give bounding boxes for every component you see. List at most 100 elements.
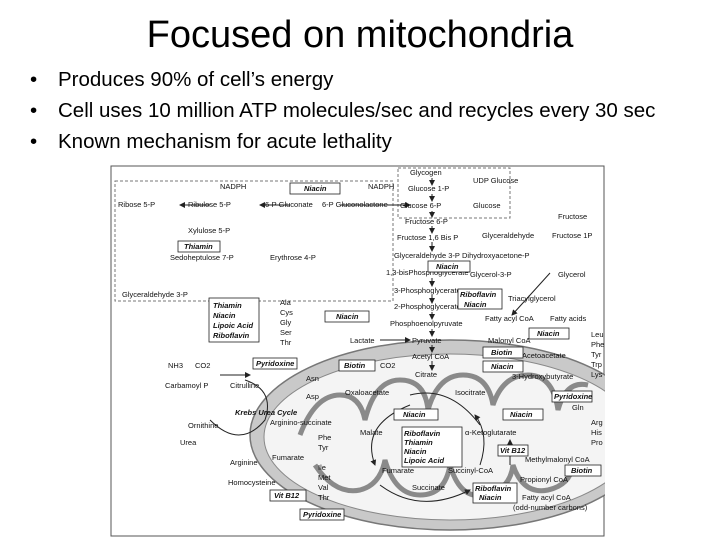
label-erythrose-4p: Erythrose 4-P	[270, 253, 316, 262]
cofactor-niacin-pep: Niacin	[336, 312, 359, 321]
label-acetoacetate: Acetoacetate	[522, 351, 566, 360]
metabolic-pathway-diagram: Glycogen UDP Glucose Glucose 1-P Glucose…	[110, 165, 605, 537]
label-glycerol-3p: Glycerol-3-P	[470, 270, 512, 279]
aa-thr: Thr	[280, 338, 292, 347]
label-urea: Urea	[180, 438, 197, 447]
aa-ile: Ile	[318, 463, 326, 472]
aa-thr-2: Thr	[318, 493, 330, 502]
glycolysis-labels: Glycogen UDP Glucose Glucose 1-P Glucose…	[345, 168, 590, 512]
bullet-text: Known mechanism for acute lethality	[58, 130, 392, 153]
cofactor-labels: Niacin Thiamin Niacin Riboflavin Niacin …	[184, 184, 593, 519]
label-fructose-1p: Fructose 1P	[552, 231, 592, 240]
label-3-phosphoglycerate: 3-Phosphoglycerate	[394, 286, 461, 295]
label-ribose-5p: Ribose 5-P	[118, 200, 155, 209]
bullet-list: • Produces 90% of cell’s energy •Cell use…	[30, 64, 710, 157]
label-carbamoyl-p: Carbamoyl P	[165, 381, 208, 390]
label-malate: Malate	[360, 428, 383, 437]
aa-cys: Cys	[280, 308, 293, 317]
label-co2-mito: CO2	[380, 361, 395, 370]
cofactor-niacin-acetyl: Niacin	[491, 362, 514, 371]
aa-tyr-2: Tyr	[318, 443, 329, 452]
label-sedoheptulose-7p: Sedoheptulose 7-P	[170, 253, 234, 262]
label-alpha-ketoglutarate: α-Ketoglutarate	[465, 428, 516, 437]
label-triacylglycerol: Triacylglycerol	[508, 294, 556, 303]
label-citrate: Citrate	[415, 370, 437, 379]
bullet-item: • Produces 90% of cell’s energy	[30, 64, 710, 95]
label-co2: CO2	[195, 361, 210, 370]
cofactor-boxes	[177, 182, 602, 521]
cofactor-niacin-gap: Niacin	[436, 262, 459, 271]
cofactor-riboflavin-sdh: Riboflavin	[475, 484, 512, 493]
label-argininosuccinate: Arginino-succinate	[270, 418, 332, 427]
cofactor-vit-b12-homocys: Vit B12	[274, 491, 300, 500]
label-nadph-2: NADPH	[368, 182, 394, 191]
aa-phe-2: Phe	[318, 433, 331, 442]
cofactor-akgdh-lipoic: Lipoic Acid	[404, 456, 445, 465]
bullet-text: Produces 90% of cell’s energy	[58, 68, 334, 91]
label-3-hydroxybutyrate: 3-Hydroxybutyrate	[512, 372, 573, 381]
cofactor-niacin-top: Niacin	[304, 184, 327, 193]
bullet-marker: •	[30, 68, 38, 91]
label-succinate: Succinate	[412, 483, 445, 492]
label-xylulose-5p: Xylulose 5-P	[188, 226, 230, 235]
label-dihydroxyacetone-p: Dihydroxyacetone-P	[462, 251, 530, 260]
label-lactate: Lactate	[350, 336, 375, 345]
label-glycogen: Glycogen	[410, 168, 442, 177]
urea-cycle-labels: NH3 CO2 Carbamoyl P Citrulline Ornithine…	[165, 361, 332, 487]
label-citrulline: Citrulline	[230, 381, 259, 390]
bullet-item: • Known mechanism for acute lethality	[30, 126, 710, 157]
bullet-marker: •	[30, 99, 38, 122]
aa-ser: Ser	[280, 328, 292, 337]
label-propionyl-coa: Propionyl CoA	[520, 475, 568, 484]
aa-lys: Lys	[591, 370, 603, 379]
label-odd-number-carbons: (odd-number carbons)	[513, 503, 588, 512]
label-fumarate-urea: Fumarate	[272, 453, 304, 462]
label-glyceraldehyde: Glyceraldehyde	[482, 231, 534, 240]
label-krebs-urea-cycle: Krebs Urea Cycle	[235, 408, 297, 417]
label-fatty-acids: Fatty acids	[550, 314, 587, 323]
bullet-item: •Cell uses 10 million ATP molecules/sec …	[30, 95, 710, 126]
label-udp-glucose: UDP Glucose	[473, 176, 518, 185]
label-glucose-6p: Glucose 6-P	[400, 201, 441, 210]
aa-trp: Trp	[591, 360, 602, 369]
cofactor-akgdh-thiamin: Thiamin	[404, 438, 433, 447]
label-oxaloacetate: Oxaloacetate	[345, 388, 389, 397]
label-fatty-acyl-coa: Fatty acyl CoA	[485, 314, 534, 323]
cofactor-pyridoxine-aa: Pyridoxine	[256, 359, 294, 368]
cofactor-biotin-prop: Biotin	[571, 466, 593, 475]
cofactor-niacin-isocit: Niacin	[403, 410, 426, 419]
label-bisphosphoglycerate: 1,3-bisPhosphoglycerate	[386, 268, 469, 277]
label-glyceraldehyde-3p-left: Glyceraldehyde 3-P	[122, 290, 188, 299]
label-fructose-6p: Fructose 6-P	[405, 217, 448, 226]
label-fructose-16bp: Fructose 1,6 Bis P	[397, 233, 458, 242]
label-glycerol: Glycerol	[558, 270, 586, 279]
slide-title: Focused on mitochondria	[146, 14, 574, 56]
aa-leu: Leu	[591, 330, 604, 339]
aa-gly: Gly	[280, 318, 292, 327]
label-succinyl-coa: Succinyl-CoA	[448, 466, 493, 475]
label-fatty-acyl-coa-odd: Fatty acyl CoA	[522, 493, 571, 502]
label-glucose-1p: Glucose 1-P	[408, 184, 449, 193]
cofactor-pdh-lipoic: Lipoic Acid	[213, 321, 254, 330]
label-nh3: NH3	[168, 361, 183, 370]
cofactor-pdh-riboflavin: Riboflavin	[213, 331, 250, 340]
bullet-marker: •	[30, 130, 38, 153]
cofactor-akgdh-niacin: Niacin	[404, 447, 427, 456]
cofactor-niacin-akg: Niacin	[510, 410, 533, 419]
amino-acid-labels: Ala Cys Gly Ser Thr Asn Asp Leu Phe Tyr …	[280, 298, 604, 502]
aa-pro: Pro	[591, 438, 603, 447]
label-glucose: Glucose	[473, 201, 501, 210]
cofactor-pyridoxine-bottom: Pyridoxine	[303, 510, 341, 519]
aa-met: Met	[318, 473, 331, 482]
aa-ala: Ala	[280, 298, 292, 307]
aa-phe: Phe	[591, 340, 604, 349]
cofactor-pdh-thiamin: Thiamin	[213, 301, 242, 310]
label-nadph-1: NADPH	[220, 182, 246, 191]
lipid-labels: Fructose Fructose 1P Glyceraldehyde Glyc…	[470, 212, 592, 381]
aa-tyr: Tyr	[591, 350, 602, 359]
label-glyceraldehyde-3p: Glyceraldehyde 3-P	[394, 251, 460, 260]
cofactor-niacin-fa: Niacin	[464, 300, 487, 309]
cofactor-niacin-sdh: Niacin	[479, 493, 502, 502]
cofactor-akgdh-riboflavin: Riboflavin	[404, 429, 441, 438]
aa-gln: Gln	[572, 403, 584, 412]
